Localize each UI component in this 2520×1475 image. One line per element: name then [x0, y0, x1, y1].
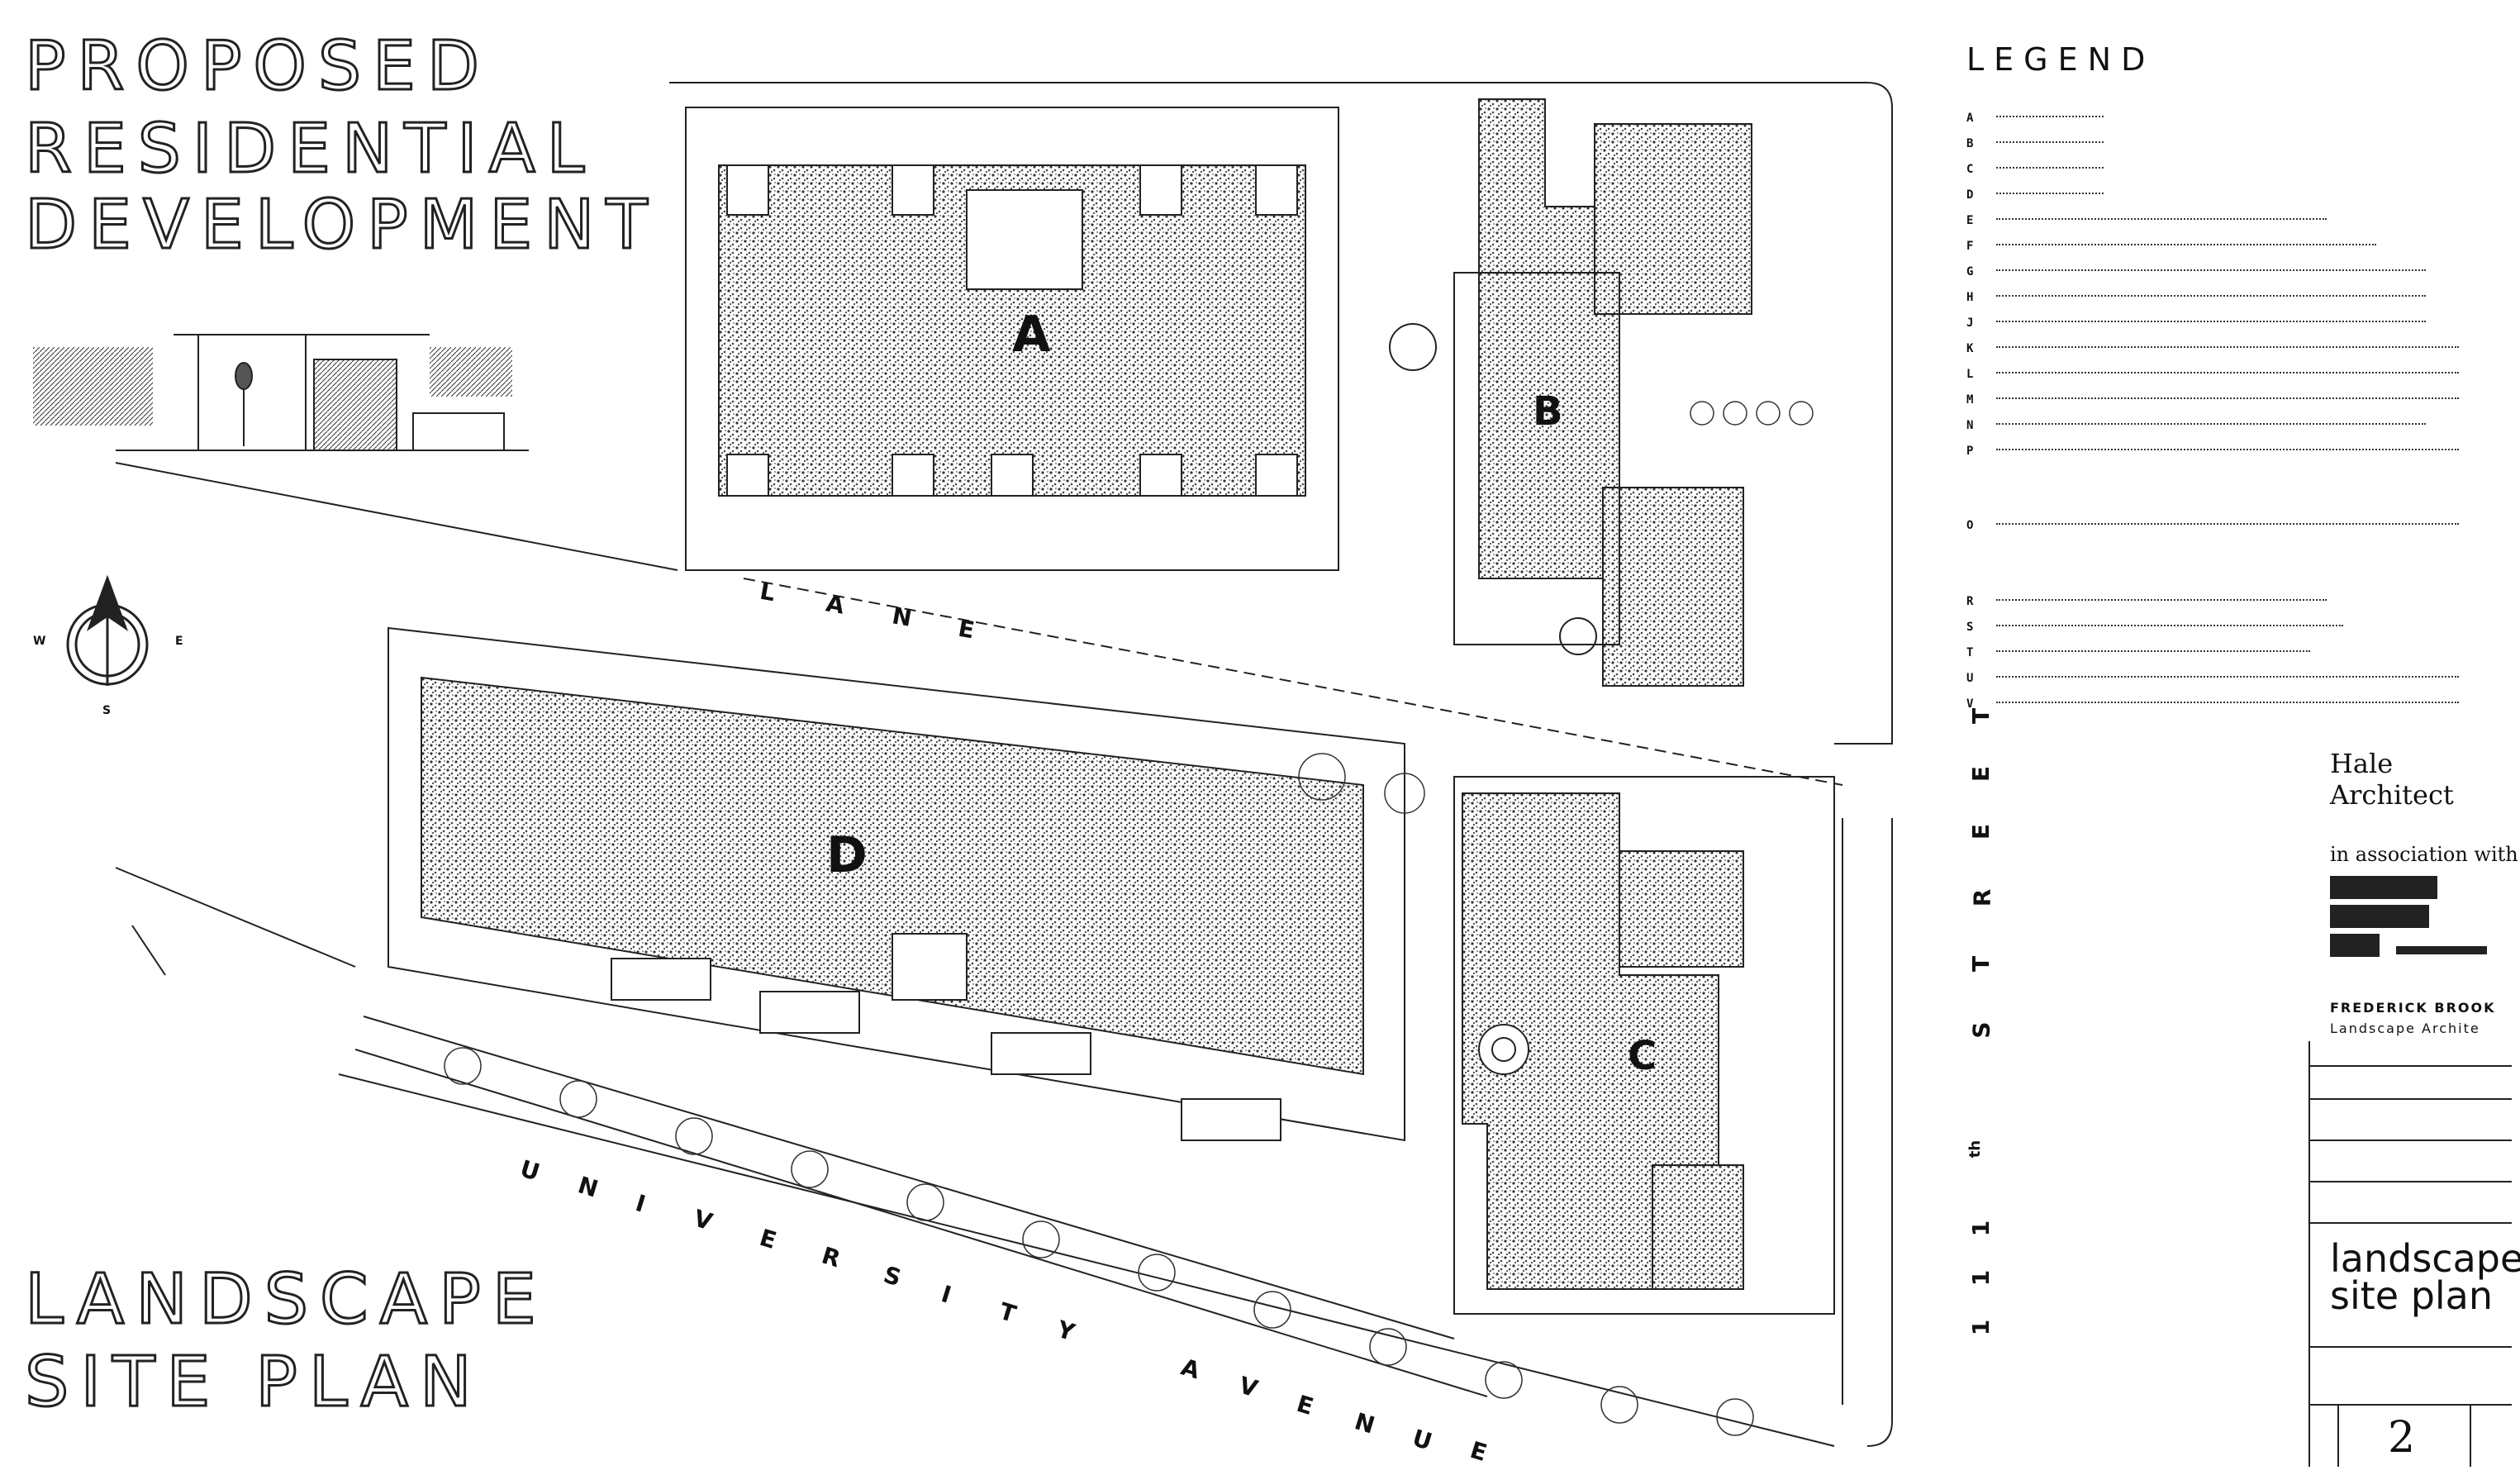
lane-edges: [115, 462, 1843, 976]
legend-key: H: [1966, 291, 1974, 304]
legend-key: M: [1966, 393, 1974, 407]
compass-s: S: [102, 704, 112, 717]
legend-row-n: N: [1966, 419, 2426, 432]
street-label-2: 1: [1967, 1269, 1995, 1287]
legend-row-d: D: [1966, 188, 2104, 202]
street-label-6: T: [1967, 955, 1995, 973]
legend-key: C: [1966, 163, 1974, 176]
block-label-a: A: [1012, 306, 1051, 364]
landscape-firm-line1: FREDERICK BROOK: [2330, 1000, 2496, 1016]
legend-key: G: [1966, 265, 1974, 278]
legend-key: V: [1966, 697, 1974, 711]
legend-row-j: J: [1966, 316, 2426, 330]
legend-row-u: U: [1966, 672, 2459, 685]
drawing-title-line2: site plan: [2330, 1273, 2494, 1318]
legend-key: N: [1966, 419, 1974, 432]
street-trees: [444, 401, 1814, 1436]
title-site-plan: SITE PLAN: [24, 1341, 483, 1422]
block-b: [1389, 98, 1752, 687]
elevation-sketch: [33, 334, 529, 451]
sheet-number: 2: [2388, 1413, 2416, 1463]
legend-row-p: P: [1966, 445, 2459, 458]
university-avenue: [338, 818, 1893, 1447]
legend-key: D: [1966, 188, 1974, 202]
legend-key: O: [1966, 519, 1974, 532]
legend-row-v: V: [1966, 697, 2459, 711]
street-label-3: 1: [1967, 1220, 1995, 1237]
legend-key: A: [1966, 112, 1974, 125]
legend-row-e: E: [1966, 214, 2327, 227]
legend-row-m: M: [1966, 393, 2459, 407]
compass-w: W: [33, 635, 46, 648]
legend-row-h: H: [1966, 291, 2426, 304]
association-text: in association with: [2330, 843, 2518, 866]
legend-row-r: R: [1966, 595, 2327, 608]
street-label-5: S: [1967, 1021, 1995, 1039]
legend-key: T: [1966, 646, 1974, 659]
block-label-d: D: [826, 826, 868, 884]
title-proposed: PROPOSED: [24, 27, 491, 106]
legend-key: F: [1966, 240, 1974, 253]
street-label-7: R: [1968, 888, 1996, 907]
legend-key: S: [1966, 621, 1974, 634]
legend-row-s: S: [1966, 621, 2343, 634]
north-arrow-icon: [66, 574, 149, 686]
legend-row-b: B: [1966, 137, 2104, 150]
legend-row-t: T: [1966, 646, 2310, 659]
legend-key: E: [1966, 214, 1974, 227]
block-d: [388, 626, 1405, 1142]
title-residential: RESIDENTIAL: [23, 110, 597, 188]
legend-row-f: F: [1966, 240, 2376, 253]
legend-row-c: C: [1966, 163, 2104, 176]
legend-key: L: [1966, 368, 1974, 381]
legend-key: U: [1966, 672, 1974, 685]
street-label-9: E: [1967, 765, 1995, 783]
title-block-frame: [2308, 1041, 2512, 1467]
street-label-4: th: [1966, 1140, 1985, 1159]
legend-row-k: K: [1966, 342, 2459, 355]
legend-key: K: [1966, 342, 1974, 355]
firm-name: Hale Architect: [2330, 748, 2454, 811]
landscape-firm-line2: Landscape Archite: [2330, 1021, 2480, 1036]
legend-row-a: A: [1966, 112, 2104, 125]
block-a: [669, 82, 1893, 745]
title-landscape: LANDSCAPE: [24, 1259, 548, 1339]
legend-key: J: [1966, 316, 1974, 330]
title-development: DEVELOPMENT: [24, 186, 659, 264]
legend-row-l: L: [1966, 368, 2459, 381]
block-c: [1453, 776, 1835, 1315]
legend-row-g: G: [1966, 265, 2426, 278]
compass-e: E: [175, 635, 183, 648]
drawing-title-line1: landscape: [2330, 1236, 2520, 1281]
block-label-b: B: [1533, 388, 1563, 435]
legend-key: P: [1966, 445, 1974, 458]
legend-key: B: [1966, 137, 1974, 150]
associate-logo: [2330, 876, 2487, 957]
legend-row-o: O: [1966, 519, 2459, 532]
block-label-c: C: [1628, 1033, 1657, 1079]
street-label-1: 1: [1967, 1319, 1995, 1336]
street-label-8: E: [1967, 823, 1995, 840]
legend-key: R: [1966, 595, 1974, 608]
legend-title: LEGEND: [1966, 41, 2156, 78]
